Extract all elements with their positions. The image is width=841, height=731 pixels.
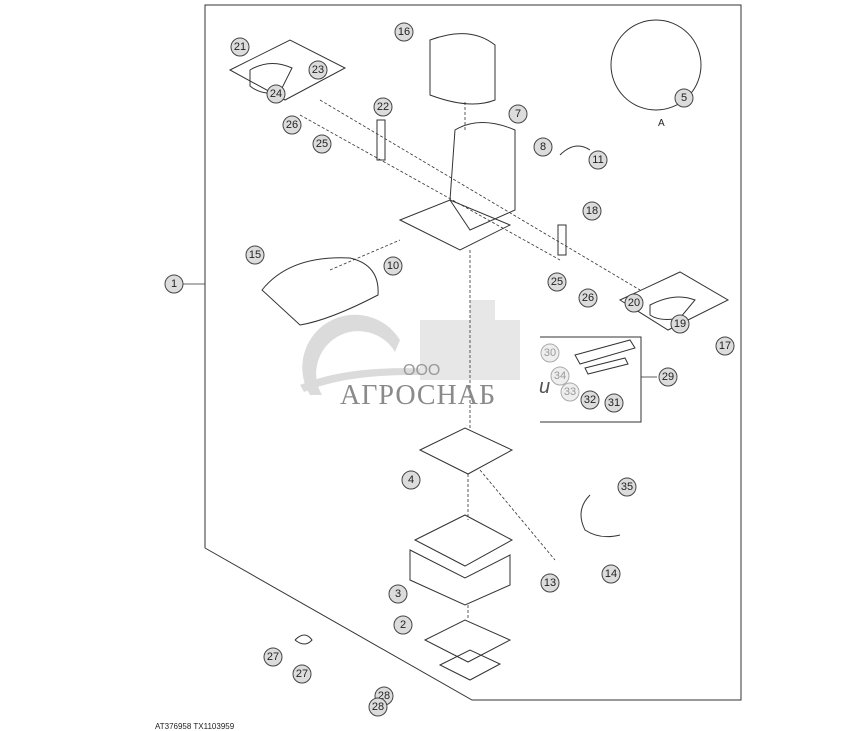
seat-cushion — [261, 257, 379, 326]
svg-text:26: 26 — [582, 292, 594, 304]
callout-32: 32 — [580, 390, 600, 410]
callout-8: 8 — [533, 137, 553, 157]
svg-text:28: 28 — [372, 701, 384, 713]
callout-34: 34 — [550, 366, 570, 386]
callout-26: 26 — [282, 115, 302, 135]
callout-27: 27 — [263, 647, 283, 667]
svg-text:33: 33 — [564, 386, 576, 398]
callout-26: 26 — [578, 288, 598, 308]
suspension-top — [413, 514, 514, 567]
svg-text:2: 2 — [400, 619, 406, 631]
svg-text:25: 25 — [316, 138, 328, 150]
svg-text:20: 20 — [628, 297, 640, 309]
seat-frame — [398, 199, 512, 251]
svg-text:11: 11 — [592, 154, 603, 166]
callout-25: 25 — [547, 272, 567, 292]
suspension-plate — [418, 427, 514, 475]
svg-text:13: 13 — [544, 577, 556, 589]
callout-15: 15 — [245, 245, 265, 265]
detail-a-circle — [610, 19, 702, 111]
svg-text:8: 8 — [540, 141, 546, 153]
svg-text:19: 19 — [674, 318, 686, 330]
callout-19: 19 — [670, 314, 690, 334]
callout-33: 33 — [560, 382, 580, 402]
callout-14: 14 — [601, 564, 621, 584]
callout-11: 11 — [588, 150, 608, 170]
svg-text:16: 16 — [398, 26, 410, 38]
callout-13: 13 — [540, 573, 560, 593]
svg-text:3: 3 — [395, 588, 401, 600]
svg-text:10: 10 — [387, 260, 399, 272]
callout-25: 25 — [312, 134, 332, 154]
callout-18: 18 — [582, 201, 602, 221]
callout-27: 27 — [292, 664, 312, 684]
harness — [580, 494, 621, 538]
callout-20: 20 — [624, 293, 644, 313]
svg-text:26: 26 — [286, 119, 298, 131]
svg-text:25: 25 — [551, 276, 563, 288]
callout-30: 30 — [540, 343, 560, 363]
svg-text:17: 17 — [719, 340, 731, 352]
svg-text:24: 24 — [270, 88, 282, 100]
svg-text:22: 22 — [377, 101, 389, 113]
svg-text:27: 27 — [296, 668, 308, 680]
bracket-left — [376, 119, 386, 161]
svg-text:5: 5 — [681, 92, 687, 104]
kit-box — [540, 336, 642, 423]
callout-29: 29 — [658, 367, 678, 387]
slide-rails — [574, 339, 636, 375]
svg-text:21: 21 — [234, 41, 246, 53]
callout-3: 3 — [388, 584, 408, 604]
svg-text:31: 31 — [608, 397, 620, 409]
clip — [294, 634, 313, 645]
callout-28: 28 — [368, 697, 388, 717]
watermark-prefix: ООО — [403, 362, 441, 379]
svg-text:23: 23 — [312, 64, 324, 76]
alternate-mark: u — [539, 376, 551, 398]
callout-31: 31 — [604, 393, 624, 413]
callout-16: 16 — [394, 22, 414, 42]
svg-text:35: 35 — [621, 481, 633, 493]
armrest-left-box — [228, 39, 347, 101]
bracket-right — [557, 224, 567, 256]
armrest-right-box — [618, 271, 730, 331]
callout-7: 7 — [508, 104, 528, 124]
detail-view-label: A — [658, 118, 665, 129]
svg-text:32: 32 — [584, 394, 596, 406]
footer-code: AT376958 TX1103959 — [155, 722, 235, 731]
backrest — [449, 122, 516, 231]
svg-text:27: 27 — [267, 651, 279, 663]
svg-text:4: 4 — [408, 474, 414, 486]
svg-text:29: 29 — [662, 371, 674, 383]
headrest — [429, 33, 496, 105]
watermark-name: АГРОСНАБ — [340, 380, 497, 411]
suspension-base — [409, 549, 511, 606]
svg-text:18: 18 — [586, 205, 598, 217]
callout-21: 21 — [230, 37, 250, 57]
svg-text:30: 30 — [544, 347, 556, 359]
callout-17: 17 — [715, 336, 735, 356]
callout-1: 1 — [164, 274, 184, 294]
callout-2: 2 — [393, 615, 413, 635]
callout-5: 5 — [674, 88, 694, 108]
svg-text:15: 15 — [249, 249, 261, 261]
group-frame — [204, 4, 742, 701]
armrest-right — [649, 296, 696, 320]
callout-24: 24 — [266, 84, 286, 104]
cable — [559, 145, 591, 156]
svg-text:7: 7 — [515, 108, 521, 120]
callout-4: 4 — [401, 470, 421, 490]
callout-23: 23 — [308, 60, 328, 80]
callout-35: 35 — [617, 477, 637, 497]
callout-22: 22 — [373, 97, 393, 117]
lower-plate — [438, 649, 502, 681]
svg-text:14: 14 — [605, 568, 617, 580]
svg-text:1: 1 — [171, 278, 177, 290]
callout-10: 10 — [383, 256, 403, 276]
mounting-plate — [423, 619, 512, 663]
svg-text:34: 34 — [554, 370, 566, 382]
